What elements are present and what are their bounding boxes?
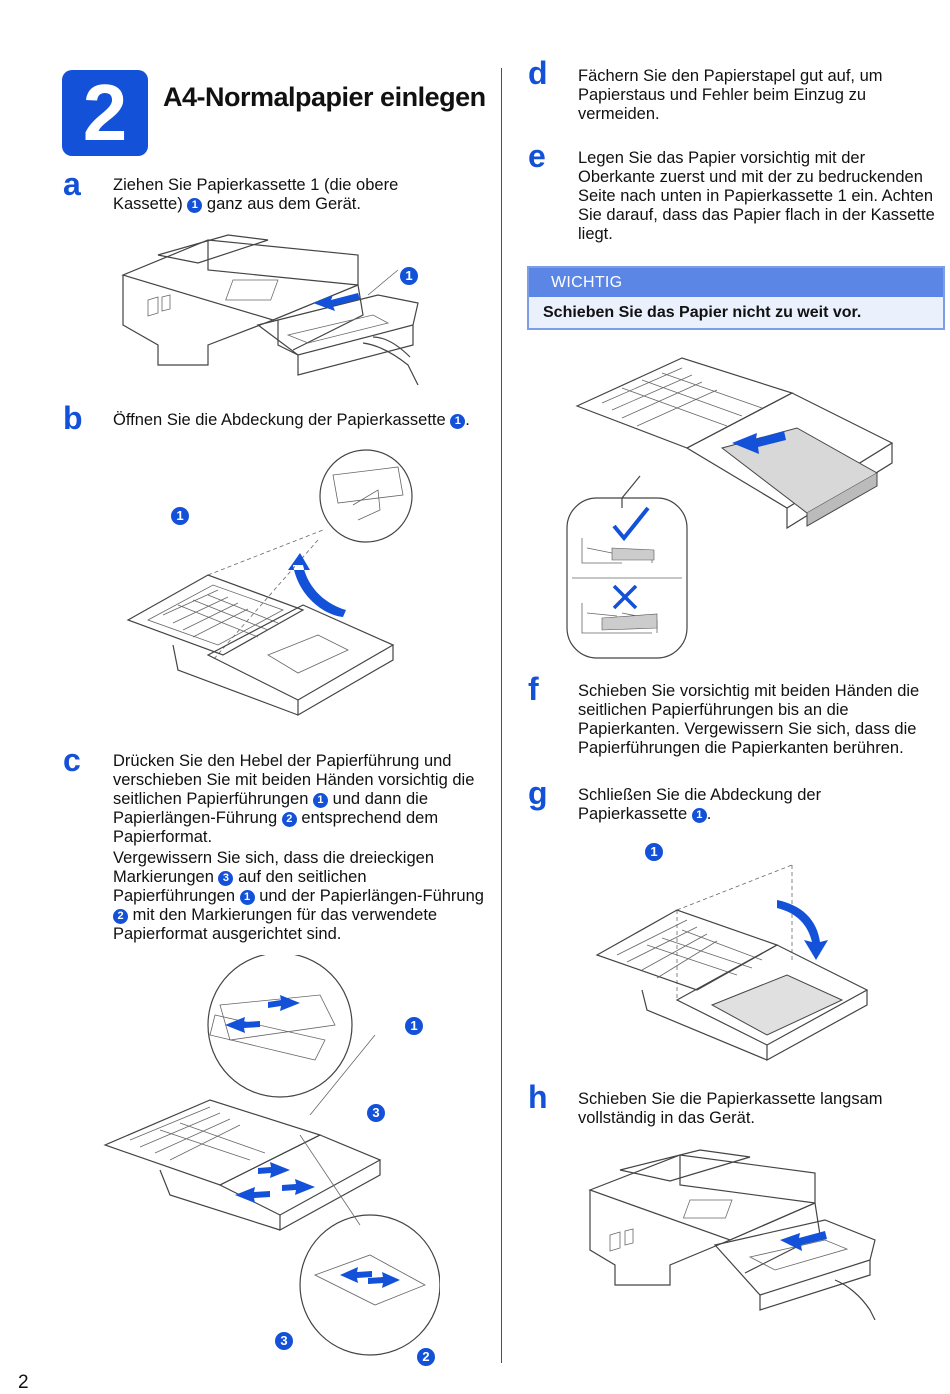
guide-arrow (225, 1017, 260, 1033)
cross-mark-icon (612, 584, 638, 610)
important-body: Schieben Sie das Papier nicht zu weit vo… (529, 297, 943, 328)
figure-pull-out-tray (121, 234, 419, 386)
callout-badge: 1 (187, 198, 203, 213)
callout-badge: 1 (450, 414, 466, 429)
insert-arrow (732, 431, 786, 454)
step-h-text: Schieben Sie die Papierkassette langsam … (578, 1090, 883, 1127)
guide-arrow (282, 1179, 315, 1195)
figure-open-tray-cover (126, 449, 413, 717)
callout-1: 1 (405, 1017, 423, 1035)
callout-badge: 1 (312, 793, 328, 808)
step-c-p2-part1: Vergewissern Sie sich, dass die dreiecki… (113, 849, 435, 886)
guide-arrow (368, 1272, 400, 1288)
step-c-paragraph-2: Vergewissern Sie sich, dass die dreiecki… (113, 849, 488, 944)
step-letter-g: g (528, 775, 548, 811)
guide-arrow (258, 1162, 290, 1178)
step-g-text-part1: Schließen Sie die Abdeckung der Papierka… (578, 786, 822, 823)
callout-badge: 1 (691, 808, 707, 823)
callout-badge: 2 (113, 909, 128, 924)
step-c-p2-part2: auf den seitlichen Papierführungen (113, 868, 367, 905)
step-b-text-part2: . (465, 411, 470, 429)
step-c-p2-part4: mit den Markierungen für das verwendete … (113, 906, 438, 943)
section-title: A4-Normalpapier einlegen (163, 82, 486, 112)
figure-insert-tray (588, 1149, 876, 1320)
check-mark-icon (612, 506, 650, 542)
callout-2: 2 (417, 1348, 435, 1366)
figure-adjust-guides (103, 955, 440, 1356)
figure-load-paper (566, 357, 894, 659)
callout-1: 1 (645, 843, 663, 861)
column-divider (501, 68, 502, 1363)
step-c-p1-part1: Drücken Sie den Hebel der Papierführung … (113, 752, 475, 808)
step-c-p1-part3: entsprechend dem Papierformat. (113, 809, 439, 846)
step-letter-c: c (63, 742, 81, 778)
step-b-text: Öffnen Sie die Abdeckung der Papierkasse… (113, 411, 493, 430)
callout-badge: 2 (281, 812, 297, 827)
callout-3: 3 (275, 1332, 293, 1350)
step-letter-e: e (528, 138, 546, 174)
step-a-text-part2: ganz aus dem Gerät. (206, 195, 361, 213)
push-arrow (780, 1231, 827, 1251)
page-number: 2 (18, 1372, 29, 1393)
step-letter-a: a (63, 166, 81, 202)
step-c-p1-part2: und dann die Papierlängen-Führung (113, 790, 429, 827)
rotate-arrow (288, 553, 346, 617)
step-letter-d: d (528, 55, 548, 91)
step-letter-b: b (63, 400, 83, 436)
callout-badge: 3 (218, 871, 234, 886)
figure-close-tray-cover (595, 864, 869, 1062)
step-d-text: Fächern Sie den Papierstapel gut auf, um… (578, 67, 883, 123)
step-b-text-part1: Öffnen Sie die Abdeckung der Papierkasse… (113, 411, 446, 429)
step-g-text: Schließen Sie die Abdeckung der Papierka… (578, 786, 908, 824)
callout-badge: 1 (239, 890, 255, 905)
callout-1: 1 (400, 267, 418, 285)
callout-1: 1 (171, 507, 189, 525)
rotate-arrow (777, 900, 828, 960)
pull-arrow (313, 293, 360, 311)
guide-arrow (235, 1187, 270, 1203)
step-e-text: Legen Sie das Papier vorsichtig mit der … (578, 149, 935, 243)
guide-arrow (268, 995, 300, 1011)
step-a-text-part1: Ziehen Sie Papierkassette 1 (die obere K… (113, 176, 399, 213)
important-box: WICHTIG Schieben Sie das Papier nicht zu… (527, 266, 945, 330)
step-a-text: Ziehen Sie Papierkassette 1 (die obere K… (113, 176, 443, 214)
callout-3: 3 (367, 1104, 385, 1122)
step-letter-f: f (528, 671, 539, 707)
step-c-paragraph-1: Drücken Sie den Hebel der Papierführung … (113, 752, 488, 847)
step-c-p2-part3: und der Papierlängen-Führung (259, 887, 484, 905)
step-f-text: Schieben Sie vorsichtig mit beiden Hände… (578, 682, 920, 757)
guide-arrow (340, 1267, 372, 1283)
important-heading: WICHTIG (529, 268, 943, 297)
section-number-badge: 2 (62, 70, 148, 156)
step-g-text-part2: . (706, 805, 712, 823)
step-letter-h: h (528, 1079, 548, 1115)
